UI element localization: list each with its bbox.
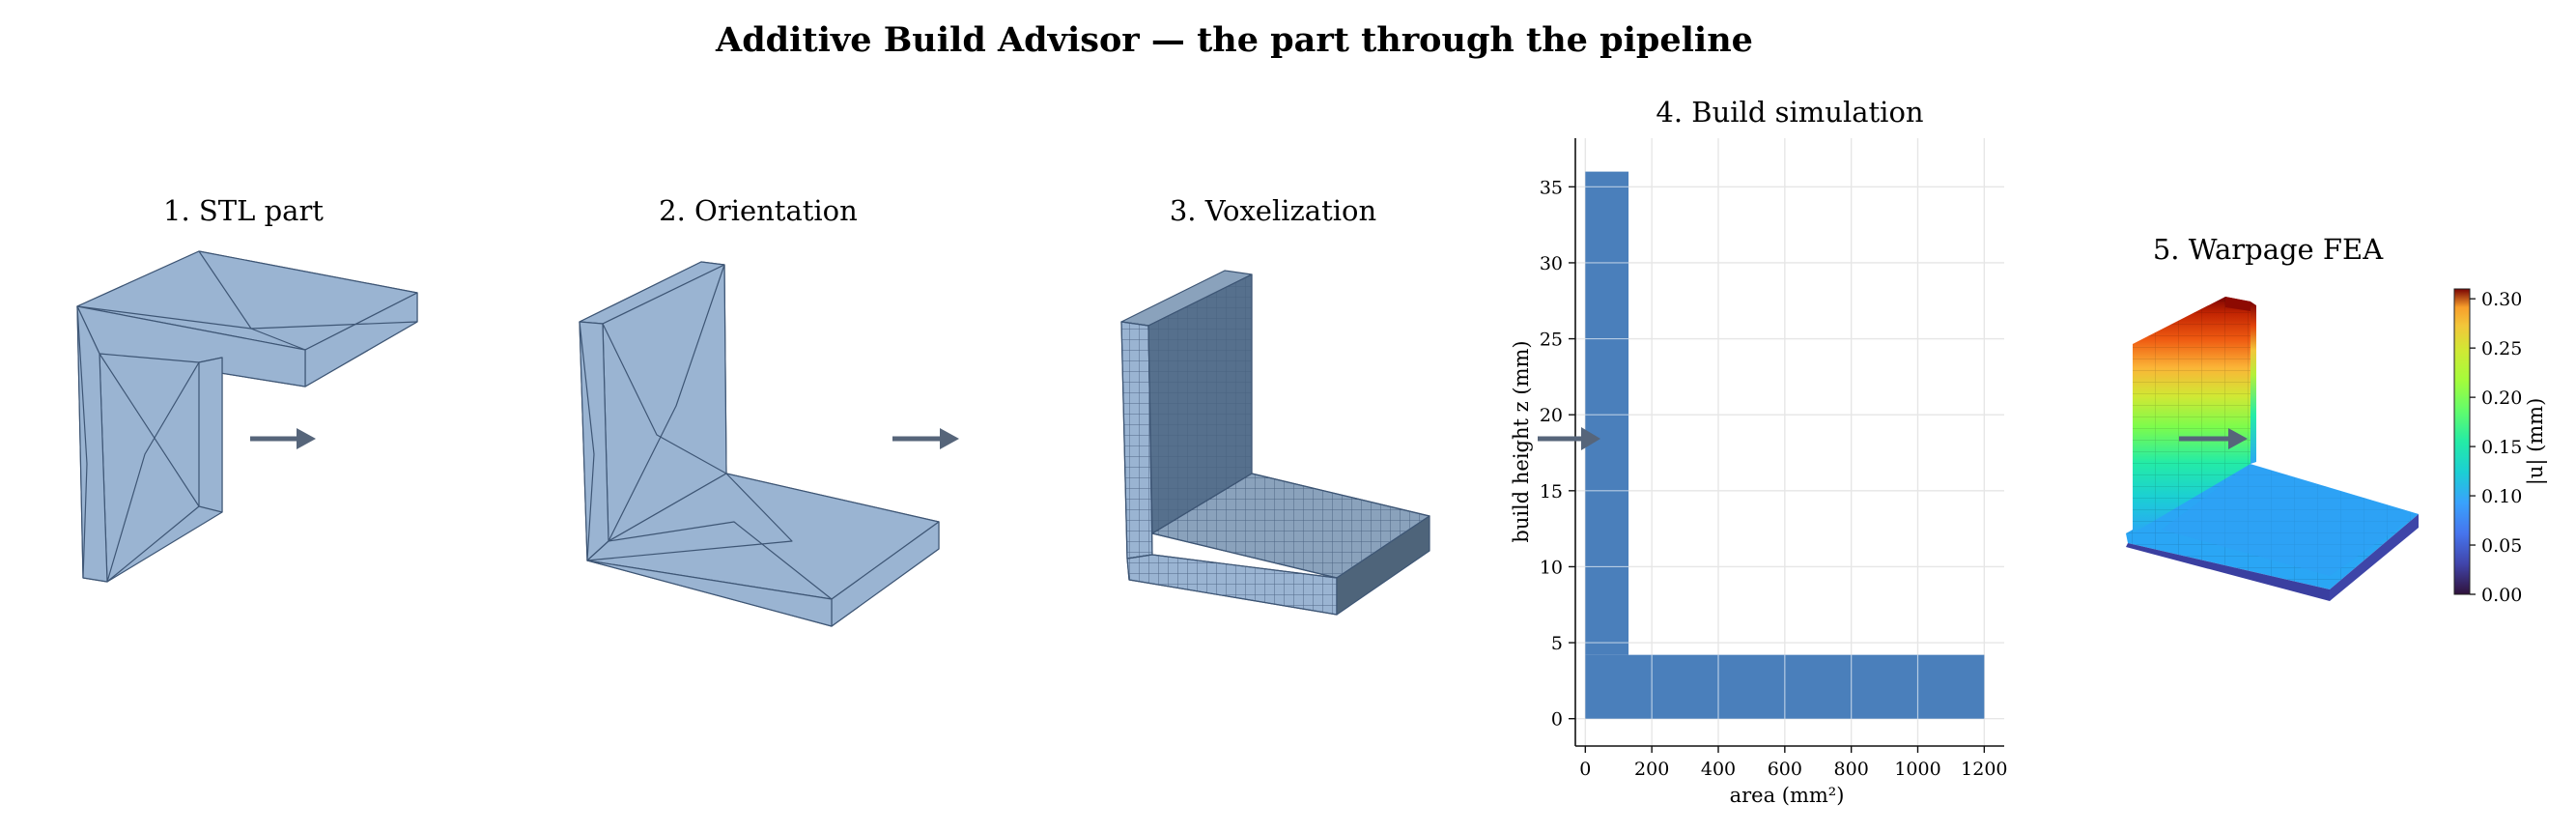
colorbar-tick-label: 0.20 — [2481, 388, 2522, 409]
y-tick-label: 20 — [1540, 405, 1563, 426]
warpage-part — [2126, 297, 2419, 601]
arrow-icon — [892, 428, 959, 449]
colorbar-tick-label: 0.00 — [2481, 585, 2522, 606]
x-tick-label: 0 — [1579, 759, 1591, 780]
colorbar-label: |u| (mm) — [2524, 398, 2548, 486]
chart-axes — [1569, 138, 2004, 753]
y-tick-label: 5 — [1551, 633, 1563, 654]
x-tick-label: 800 — [1834, 759, 1869, 780]
layer-area-bar — [1585, 171, 1629, 655]
x-tick-label: 600 — [1768, 759, 1802, 780]
x-tick-label: 400 — [1701, 759, 1736, 780]
y-tick-label: 15 — [1540, 481, 1563, 503]
y-tick-labels: 0 5 10 15 20 25 30 35 — [1540, 177, 1563, 730]
colorbar: 0.00 0.05 0.10 0.15 0.20 0.25 0.30 |u| (mm) — [2453, 288, 2548, 606]
panel-stl-part: 1. STL part — [76, 194, 418, 583]
y-tick-label: 25 — [1540, 330, 1563, 351]
voxel-part — [1120, 270, 1430, 616]
y-tick-label: 10 — [1540, 557, 1563, 578]
colorbar-tick-label: 0.10 — [2481, 486, 2522, 507]
chart-title: 4. Build simulation — [1656, 96, 1923, 129]
arrow-icon — [250, 428, 316, 449]
colorbar-tick-label: 0.25 — [2481, 338, 2522, 359]
y-tick-label: 30 — [1540, 253, 1563, 274]
x-tick-labels: 0 200 400 600 800 1000 1200 — [1579, 759, 2007, 780]
stl-mesh — [76, 250, 418, 583]
panel-voxelization: 3. Voxelization — [1120, 194, 1430, 616]
chart-bars — [1585, 171, 1985, 719]
colorbar-tick-label: 0.05 — [2481, 535, 2522, 557]
y-tick-label: 0 — [1551, 709, 1563, 731]
panel-title-voxelization: 3. Voxelization — [1170, 194, 1376, 227]
x-axis-label: area (mm²) — [1730, 784, 1845, 807]
panel-title-stl-part: 1. STL part — [163, 194, 324, 227]
panel-orientation: 2. Orientation — [579, 194, 959, 627]
colorbar-ticks: 0.00 0.05 0.10 0.15 0.20 0.25 0.30 — [2470, 289, 2522, 606]
y-axis-label: build height z (mm) — [1510, 340, 1533, 542]
colorbar-tick-label: 0.15 — [2481, 437, 2522, 458]
figure-title: Additive Build Advisor — the part throug… — [715, 20, 1753, 60]
panel-warpage-fea: 5. Warpage FEA 0.000.050.100.150.200.250… — [2126, 233, 2548, 606]
x-tick-label: 200 — [1634, 759, 1669, 780]
x-tick-label: 1200 — [1961, 759, 2007, 780]
arrow-icon — [2179, 428, 2248, 449]
colorbar-tick-label: 0.30 — [2481, 289, 2522, 310]
oriented-mesh — [579, 261, 940, 627]
x-tick-label: 1000 — [1894, 759, 1940, 780]
y-tick-label: 35 — [1540, 177, 1563, 198]
arrow-icon — [1538, 427, 1600, 450]
panel-title-orientation: 2. Orientation — [659, 194, 858, 227]
panel-title-warpage-fea: 5. Warpage FEA — [2153, 233, 2384, 266]
